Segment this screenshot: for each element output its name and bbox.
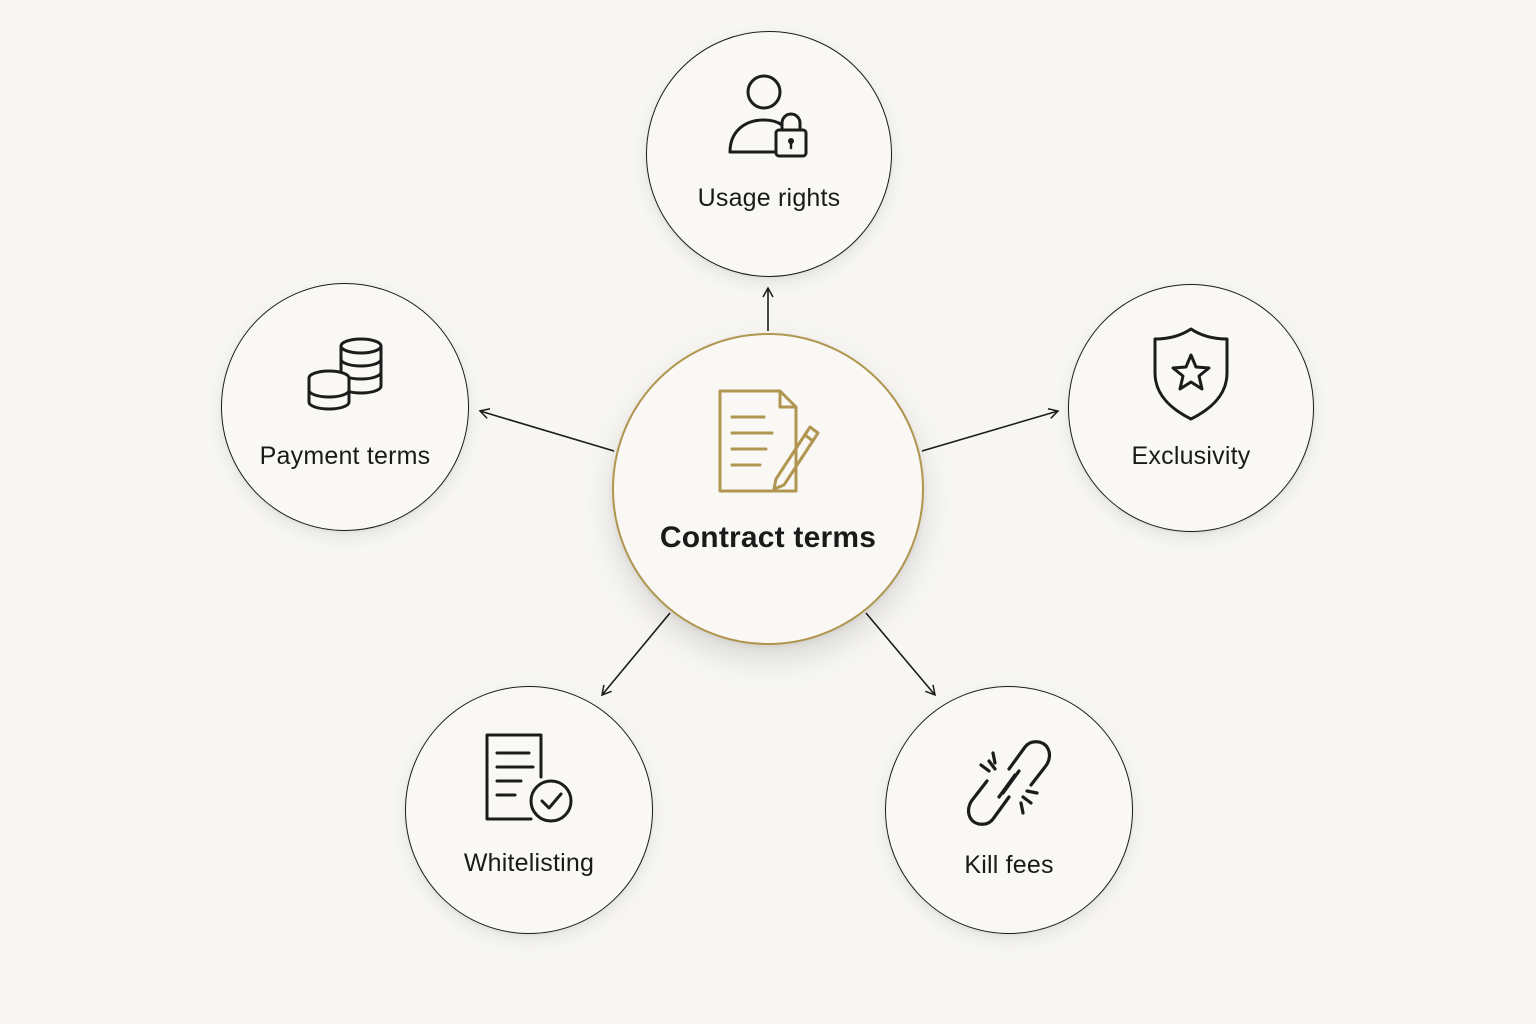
document-check-icon [481, 731, 577, 832]
arrow-to-kill-fees [865, 612, 936, 697]
node-usage-rights: Usage rights [646, 31, 892, 277]
node-payment-terms: Payment terms [221, 283, 469, 531]
user-lock-icon [724, 72, 814, 167]
center-node-label: Contract terms [659, 521, 877, 554]
shield-star-icon [1149, 323, 1233, 428]
node-whitelisting: Whitelisting [405, 686, 653, 934]
contract-pen-icon [712, 387, 824, 500]
coins-icon [305, 336, 385, 417]
node-exclusivity: Exclusivity [1068, 284, 1314, 532]
node-label-payment-terms: Payment terms [259, 442, 431, 470]
node-label-usage-rights: Usage rights [697, 184, 841, 212]
arrow-to-payment-terms [478, 408, 615, 452]
arrow-to-whitelisting [601, 612, 671, 697]
broken-link-icon [961, 735, 1057, 836]
node-label-exclusivity: Exclusivity [1131, 442, 1251, 470]
node-label-whitelisting: Whitelisting [463, 849, 595, 877]
node-kill-fees: Kill fees [885, 686, 1133, 934]
center-node-contract-terms: Contract terms [612, 333, 924, 645]
node-label-kill-fees: Kill fees [964, 851, 1054, 879]
arrow-to-exclusivity [921, 408, 1060, 452]
